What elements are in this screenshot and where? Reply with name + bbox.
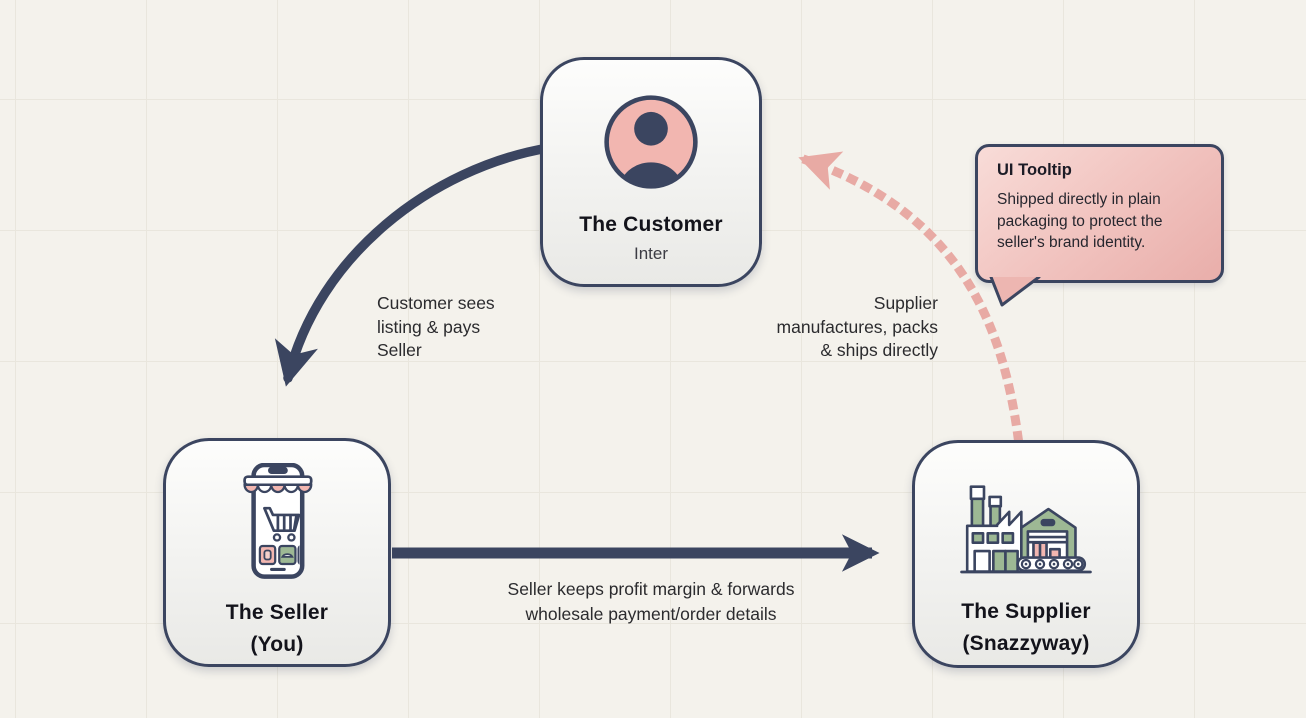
factory-warehouse-icon [960,485,1092,574]
storefront-phone-icon [243,463,313,579]
tooltip-body: Shipped directly in plain packaging to p… [997,191,1163,251]
tooltip-title: UI Tooltip [997,161,1072,179]
node-customer-title: The Customer [579,213,723,236]
edge-label-customer-to-seller: Customer sees listing & pays Seller [377,293,495,360]
node-seller: The Seller (You) [163,438,391,667]
ui-tooltip: UI Tooltip Shipped directly in plain pac… [975,144,1224,283]
edge-label-seller-to-supplier: Seller keeps profit margin & forwards wh… [507,579,795,624]
node-customer-subtitle: Inter [633,244,669,263]
person-avatar-icon [604,95,698,189]
node-seller-title: The Seller (You) [225,601,329,656]
edge-label-supplier-to-customer: Supplier manufactures, packs & ships dir… [776,293,938,360]
tooltip-tail [989,277,1041,307]
node-customer: The Customer Inter [540,57,762,287]
node-supplier-title: The Supplier (Snazzyway) [961,600,1091,655]
node-supplier: The Supplier (Snazzyway) [912,440,1140,668]
